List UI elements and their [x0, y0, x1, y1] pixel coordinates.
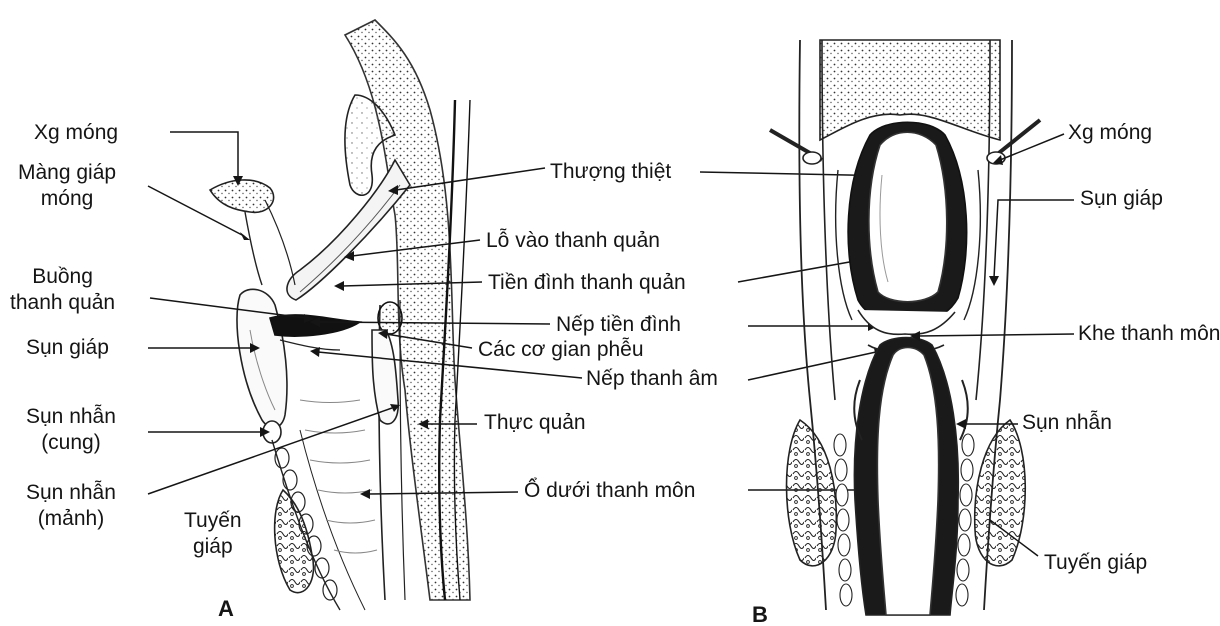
label-xg-mong-a: Xg móng: [34, 120, 118, 146]
panel-a-letter: A: [218, 596, 234, 622]
label-thuc-quan: Thực quản: [484, 410, 586, 436]
label-sun-nhan-cung-line2: (cung): [26, 430, 116, 456]
label-nep-thanh-am: Nếp thanh âm: [586, 366, 718, 392]
label-khe-thanh-mon: Khe thanh môn: [1078, 321, 1220, 347]
label-lo-vao-thanh-quan: Lỗ vào thanh quản: [486, 228, 660, 254]
label-tuyen-giap-a-line1: Tuyến: [184, 508, 242, 534]
label-mang-giap-mong-line2: móng: [18, 186, 116, 212]
label-sun-nhan-cung-line1: Sụn nhẫn: [26, 404, 116, 430]
panel-b-letter: B: [752, 602, 768, 626]
label-buong-thanh-quan-line1: Buồng: [10, 264, 115, 290]
panel-a-drawing: [210, 20, 470, 610]
label-sun-nhan-manh-line2: (mảnh): [26, 506, 116, 532]
label-sun-nhan-b: Sụn nhẫn: [1022, 410, 1112, 436]
label-sun-nhan-manh-line1: Sụn nhẫn: [26, 480, 116, 506]
label-buong-thanh-quan-line2: thanh quản: [10, 290, 115, 316]
label-buong-thanh-quan: Buồng thanh quản: [10, 264, 115, 316]
label-o-duoi-thanh-mon: Ổ dưới thanh môn: [524, 478, 695, 504]
label-tuyen-giap-b: Tuyến giáp: [1044, 550, 1147, 576]
label-tuyen-giap-a-line2: giáp: [184, 534, 242, 560]
label-tuyen-giap-a: Tuyến giáp: [184, 508, 242, 560]
label-sun-giap-b: Sụn giáp: [1080, 186, 1163, 212]
label-mang-giap-mong: Màng giáp móng: [18, 160, 116, 212]
panel-b-drawing: [770, 40, 1040, 615]
label-xg-mong-b: Xg móng: [1068, 120, 1152, 146]
label-nep-tien-dinh: Nếp tiền đình: [556, 312, 681, 338]
label-thuong-thiet: Thượng thiệt: [550, 159, 671, 185]
label-cac-co-gian-pheu: Các cơ gian phễu: [478, 337, 644, 363]
label-sun-nhan-cung: Sụn nhẫn (cung): [26, 404, 116, 456]
label-sun-giap-a: Sụn giáp: [26, 335, 109, 361]
label-mang-giap-mong-line1: Màng giáp: [18, 160, 116, 186]
label-sun-nhan-manh: Sụn nhẫn (mảnh): [26, 480, 116, 532]
label-tien-dinh-thanh-quan: Tiền đình thanh quản: [488, 270, 686, 296]
